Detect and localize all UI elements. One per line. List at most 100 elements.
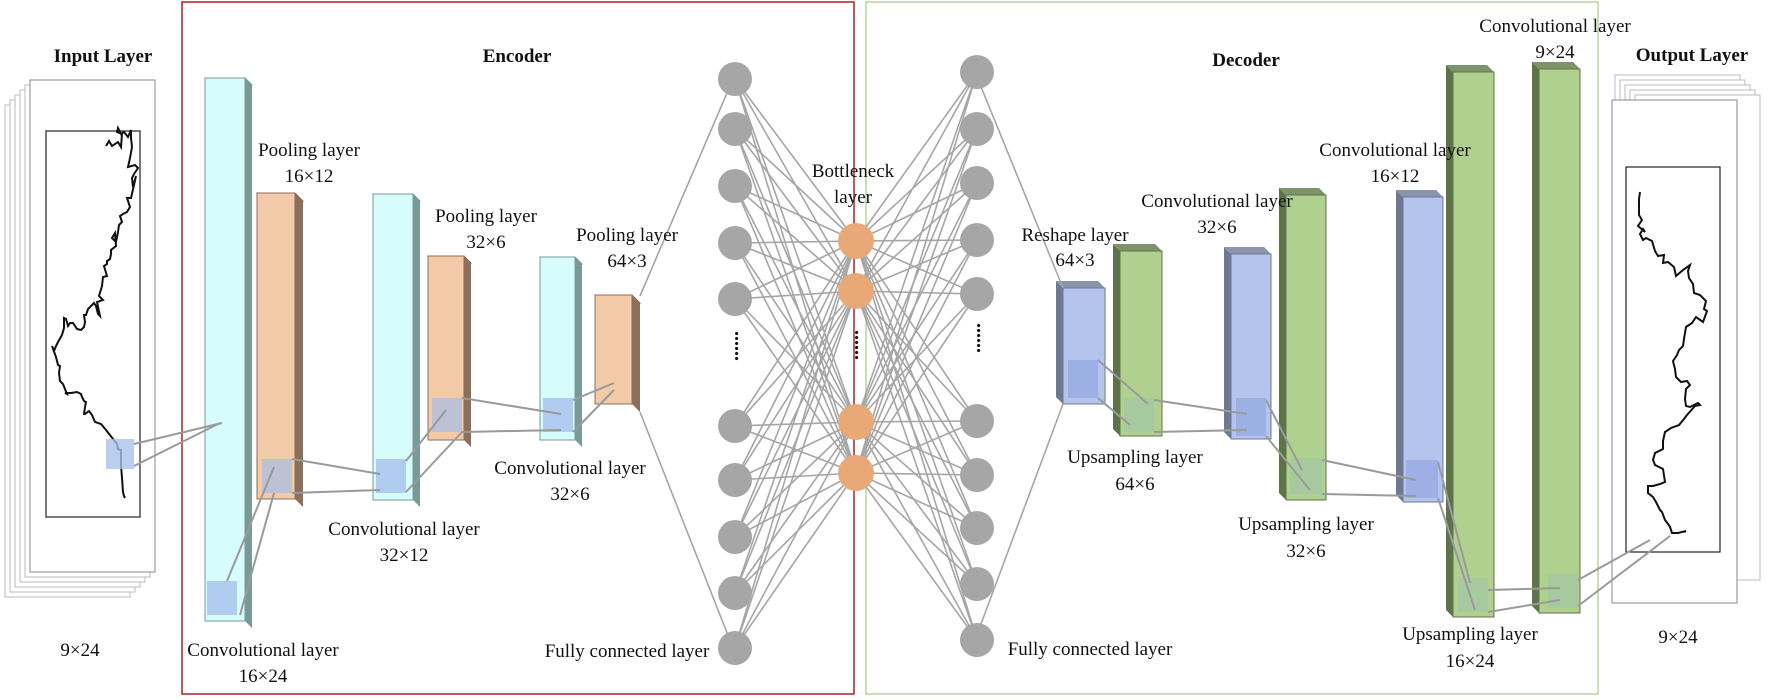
encoder-fc-neuron [718,520,752,554]
encoder-fc-neuron [718,169,752,203]
decoder-fc-neuron [960,277,994,311]
enc-pool3-label: Pooling layer [576,225,679,246]
dense-connection [855,128,978,292]
dense-connection [855,421,978,585]
dec-conv1-block [1224,247,1272,440]
dense-connection [734,290,857,427]
dec-up2-block [1279,188,1327,501]
decoder-fc-neuron [960,404,994,438]
dense-connection [734,421,857,538]
bottleneck-label-line1: Bottleneck [812,161,895,182]
decoder-title: Decoder [1212,50,1280,71]
dense-connection [734,472,857,538]
dense-connection [855,420,978,474]
dense-connection [734,472,857,481]
enc-pool2-dim: 32×6 [466,232,505,253]
enc-conv2-label: Convolutional layer [328,519,480,540]
dense-connection [855,128,978,474]
decoder-fc-neuron [960,458,994,492]
encoder-fc-neuron [718,409,752,443]
encoder-frame [181,1,855,695]
dense-connection [734,290,857,538]
dense-connection [734,290,857,481]
enc-conv1-label: Convolutional layer [187,640,339,661]
dec-conv3-dim: 9×24 [1535,42,1575,63]
dense-connection [734,290,857,649]
dense-connection [855,239,978,292]
dense-connection [855,239,978,242]
output-dim-label: 9×24 [1658,627,1698,648]
dec-reshape-block [1056,281,1106,405]
dense-connection [734,128,857,423]
dec-up3-dim: 16×24 [1446,651,1495,672]
dense-connection [734,240,857,594]
dense-connection [734,78,857,423]
dense-connection [734,425,857,474]
bottleneck-neuron [838,455,874,491]
dense-connection [734,421,857,594]
encoder-fc-neuron [718,282,752,316]
enc-conv3-label: Convolutional layer [494,458,646,479]
dense-connection [855,71,978,242]
enc-conv3-block [538,256,584,447]
dense-connection [734,472,857,649]
dense-connection [734,242,857,292]
dense-connection [855,421,978,529]
dec-up2-dim: 32×6 [1286,541,1325,562]
enc-conv1-block [203,77,254,628]
dense-connection [734,421,857,481]
bottleneck-neuron [838,223,874,259]
ellipsis-enc-fc: ...... [730,331,752,361]
dense-connection [855,71,978,423]
dense-connection [734,185,857,474]
dec-reshape-label: Reshape layer [1021,225,1129,246]
dense-connection [855,71,978,474]
dense-connection [734,240,857,538]
dec-conv1-label: Convolutional layer [1141,191,1293,212]
dec-up1-dim: 64×6 [1115,474,1154,495]
dec-up1-block [1113,244,1163,437]
dec-conv2-block [1396,190,1444,503]
input-layer-title: Input Layer [54,46,153,67]
dense-connection [855,290,978,585]
decoder-fc-neuron [960,112,994,146]
dec-conv2-dim: 16×12 [1371,166,1420,187]
dense-connection [855,290,978,529]
encoder-fc-neuron [718,576,752,610]
dense-connection [855,293,978,474]
dec-fc-label: Fully connected layer [1008,639,1173,660]
dense-connection [855,290,978,295]
enc-pool2-block [426,255,473,447]
dense-connection [855,472,978,529]
encoder-fc-neuron [718,463,752,497]
dense-connection [855,420,978,423]
dense-connections [734,71,978,649]
dense-connection [855,421,978,641]
enc-pool3-dim: 64×3 [607,251,646,272]
ellipsis-bottleneck: ...... [850,330,872,360]
bottleneck-neuron [838,273,874,309]
decoder-fc-neuron [960,623,994,657]
dense-connection [734,421,857,427]
enc-conv2-dim: 32×12 [380,545,429,566]
decoder-fc-neuron [960,511,994,545]
input-receptive-field [106,439,134,469]
dense-connection [734,78,857,242]
dense-connection [734,240,857,244]
dec-up2-label: Upsampling layer [1238,514,1374,535]
dense-connection [734,240,857,649]
dense-connection [855,182,978,242]
receptive-field-links [133,359,1671,616]
dense-connection [734,472,857,594]
encoder-fc-neuron [718,112,752,146]
dense-connection [855,239,978,423]
encoder-fc-neuron [718,226,752,260]
dense-connection [734,128,857,474]
decoder-fc-neuron [960,223,994,257]
dense-connection [855,290,978,641]
dense-connection [855,472,978,641]
dense-connection [734,185,857,242]
dense-connection [734,185,857,423]
enc-pool3-block [593,294,642,412]
